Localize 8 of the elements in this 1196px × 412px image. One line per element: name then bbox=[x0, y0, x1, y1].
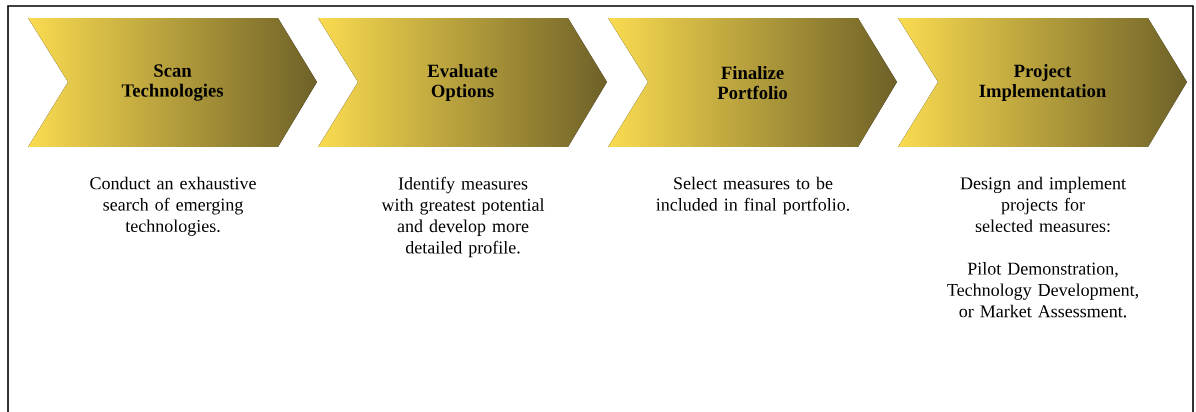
description: Identify measures with greatest potential and develop more detailed profile. bbox=[381, 176, 545, 258]
description: Select measures to be included in final portfolio. bbox=[656, 176, 850, 215]
process-step: Finalize Portfolio bbox=[608, 18, 897, 147]
description: Design and implement projects for selected measures: Pilot Demonstration, Technology Development, or Market Assessment. bbox=[947, 176, 1138, 318]
process-step: Evaluate Options bbox=[318, 18, 607, 147]
description: Conduct an exhaustive search of emerging technologies. bbox=[90, 176, 256, 236]
process-step: Scan Technologies bbox=[28, 18, 317, 147]
process-step: Project Implementation bbox=[898, 18, 1187, 147]
